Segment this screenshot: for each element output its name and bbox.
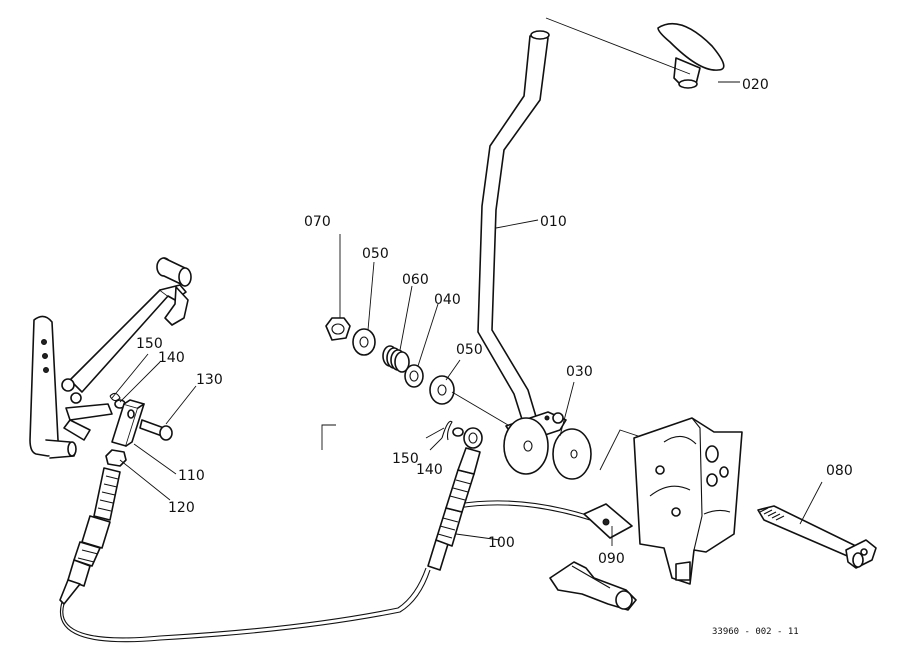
lower-bracket	[549, 561, 637, 611]
clevis-110	[111, 399, 145, 447]
spring-060	[382, 345, 410, 373]
callout-050-lower: 050	[456, 342, 483, 358]
callout-080: 080	[826, 463, 853, 479]
callout-150-left: 150	[136, 336, 163, 352]
nut-070	[325, 317, 351, 341]
callout-110: 110	[178, 468, 205, 484]
callout-120: 120	[168, 500, 195, 516]
callout-040: 040	[434, 292, 461, 308]
pin-130	[139, 419, 173, 441]
nut-120	[105, 449, 127, 467]
callout-140-right: 140	[416, 462, 443, 478]
plate-090	[583, 503, 633, 539]
cable-end-left	[59, 467, 121, 605]
rod-080	[757, 505, 877, 569]
callout-090: 090	[598, 551, 625, 567]
bushing-040	[404, 364, 424, 388]
leader-lines	[111, 17, 823, 546]
washer-050-lower	[429, 375, 455, 405]
callout-070: 070	[304, 214, 331, 230]
washer-140-right	[452, 427, 464, 437]
callout-010: 010	[540, 214, 567, 230]
clip-150-right	[441, 420, 453, 441]
clip-150-left	[109, 392, 121, 402]
callout-050-upper: 050	[362, 246, 389, 262]
bracket-plate	[633, 417, 743, 585]
callouts: 010 020 030 040 050 050 060 070 080 090 …	[136, 77, 853, 637]
cable-100	[59, 500, 591, 643]
callout-030: 030	[566, 364, 593, 380]
lever-010	[477, 30, 550, 433]
knob-020	[657, 22, 725, 89]
callout-100: 100	[488, 535, 515, 551]
callout-130: 130	[196, 372, 223, 388]
callout-140-left: 140	[158, 350, 185, 366]
pedal-assembly	[29, 257, 192, 459]
callout-060: 060	[402, 272, 429, 288]
washer-030	[552, 428, 592, 480]
callout-020: 020	[742, 77, 769, 93]
lever-hub	[503, 411, 567, 475]
washer-050-upper	[352, 328, 376, 356]
drawing-code: 33960 - 002 - 11	[712, 627, 799, 637]
callout-150-right: 150	[392, 451, 419, 467]
cable-end-right	[427, 427, 483, 571]
